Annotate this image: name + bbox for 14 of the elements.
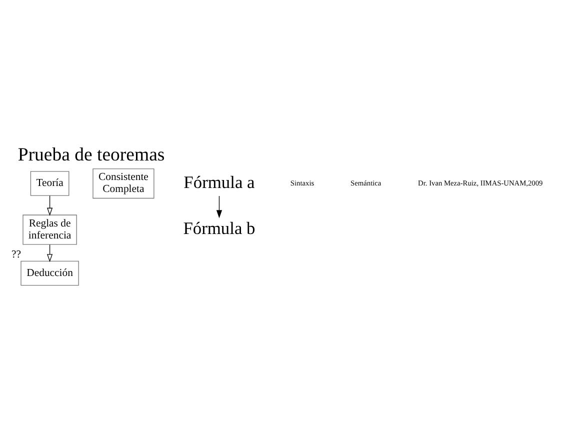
label: Sintaxis [290, 178, 314, 188]
label: Dr. Ivan Meza-Ruiz, IIMAS-UNAM,2009 [418, 178, 543, 188]
arrow [216, 196, 222, 218]
node-box: Consistente Completa [92, 168, 154, 199]
label: Semántica [350, 178, 382, 188]
node-text: Fórmula a [184, 172, 255, 192]
node-box: Reglas de inferencia [22, 214, 77, 245]
node-box: Deducción [20, 260, 79, 286]
node-box: Teoría [30, 171, 70, 196]
node-label: ?? [12, 248, 22, 261]
arrow [46, 195, 53, 216]
node-text: Fórmula b [183, 218, 256, 238]
diagram-title: Prueba de teoremas [18, 144, 165, 166]
arrow [46, 244, 53, 262]
